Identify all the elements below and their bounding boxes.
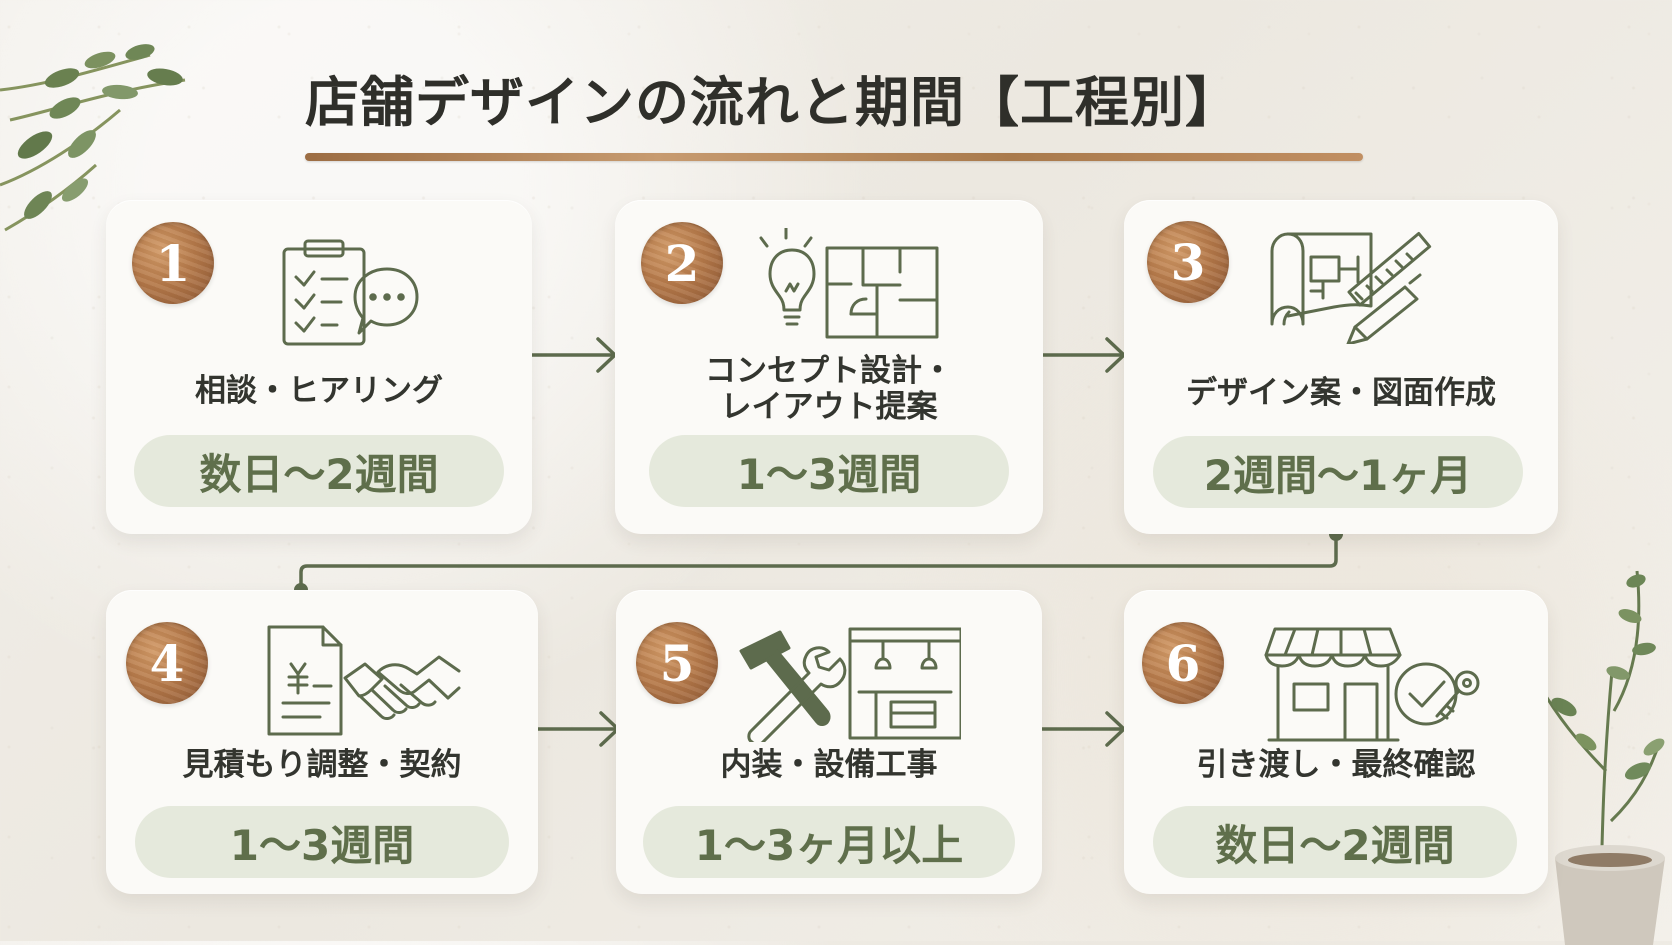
step-number-badge: 6 [1142, 622, 1224, 704]
step-label: 相談・ヒアリング [195, 373, 443, 409]
step-card-2: 2 コンセプト設計・ レイアウト提案 [615, 200, 1043, 534]
step-number-badge: 3 [1147, 221, 1229, 303]
title-underline [305, 153, 1363, 161]
pot-icon [1555, 845, 1665, 945]
step-label: 見積もり調整・契約 [182, 747, 462, 783]
step-card-4: 4 見積もり調整・契 [106, 590, 538, 894]
tools-interior-icon [731, 624, 963, 746]
step-number-badge: 2 [641, 222, 723, 304]
step-label: 内装・設備工事 [720, 747, 938, 783]
step-label: コンセプト設計・ レイアウト提案 [705, 353, 953, 425]
lightbulb-floorplan-icon [755, 226, 945, 343]
storefront-check-key-icon [1261, 626, 1491, 742]
blueprint-ruler-pencil-icon [1260, 224, 1440, 346]
page-title: 店舗デザインの流れと期間【工程別】 [305, 71, 1240, 134]
step-label: デザイン案・図面作成 [1186, 375, 1496, 411]
step-card-6: 6 [1124, 590, 1548, 894]
step-label: 引き渡し・最終確認 [1196, 747, 1476, 783]
clipboard-chat-icon [269, 235, 419, 350]
step-number-badge: 1 [132, 222, 214, 304]
step-card-5: 5 内装・設備工事 1〜3ヶ月以上 [616, 590, 1042, 894]
step-number-badge: 4 [126, 622, 208, 704]
invoice-handshake-icon [259, 624, 469, 741]
step-duration: 数日〜2週間 [1153, 806, 1517, 878]
step-number-badge: 5 [636, 622, 718, 704]
step-duration: 1〜3週間 [135, 806, 509, 878]
step-duration: 1〜3週間 [649, 435, 1009, 507]
step-card-1: 1 相談・ヒアリング 数日〜2週間 [106, 200, 532, 534]
step-duration: 2週間〜1ヶ月 [1153, 436, 1523, 508]
step-duration: 数日〜2週間 [134, 435, 504, 507]
step-duration: 1〜3ヶ月以上 [643, 806, 1015, 878]
step-card-3: 3 [1124, 200, 1558, 534]
